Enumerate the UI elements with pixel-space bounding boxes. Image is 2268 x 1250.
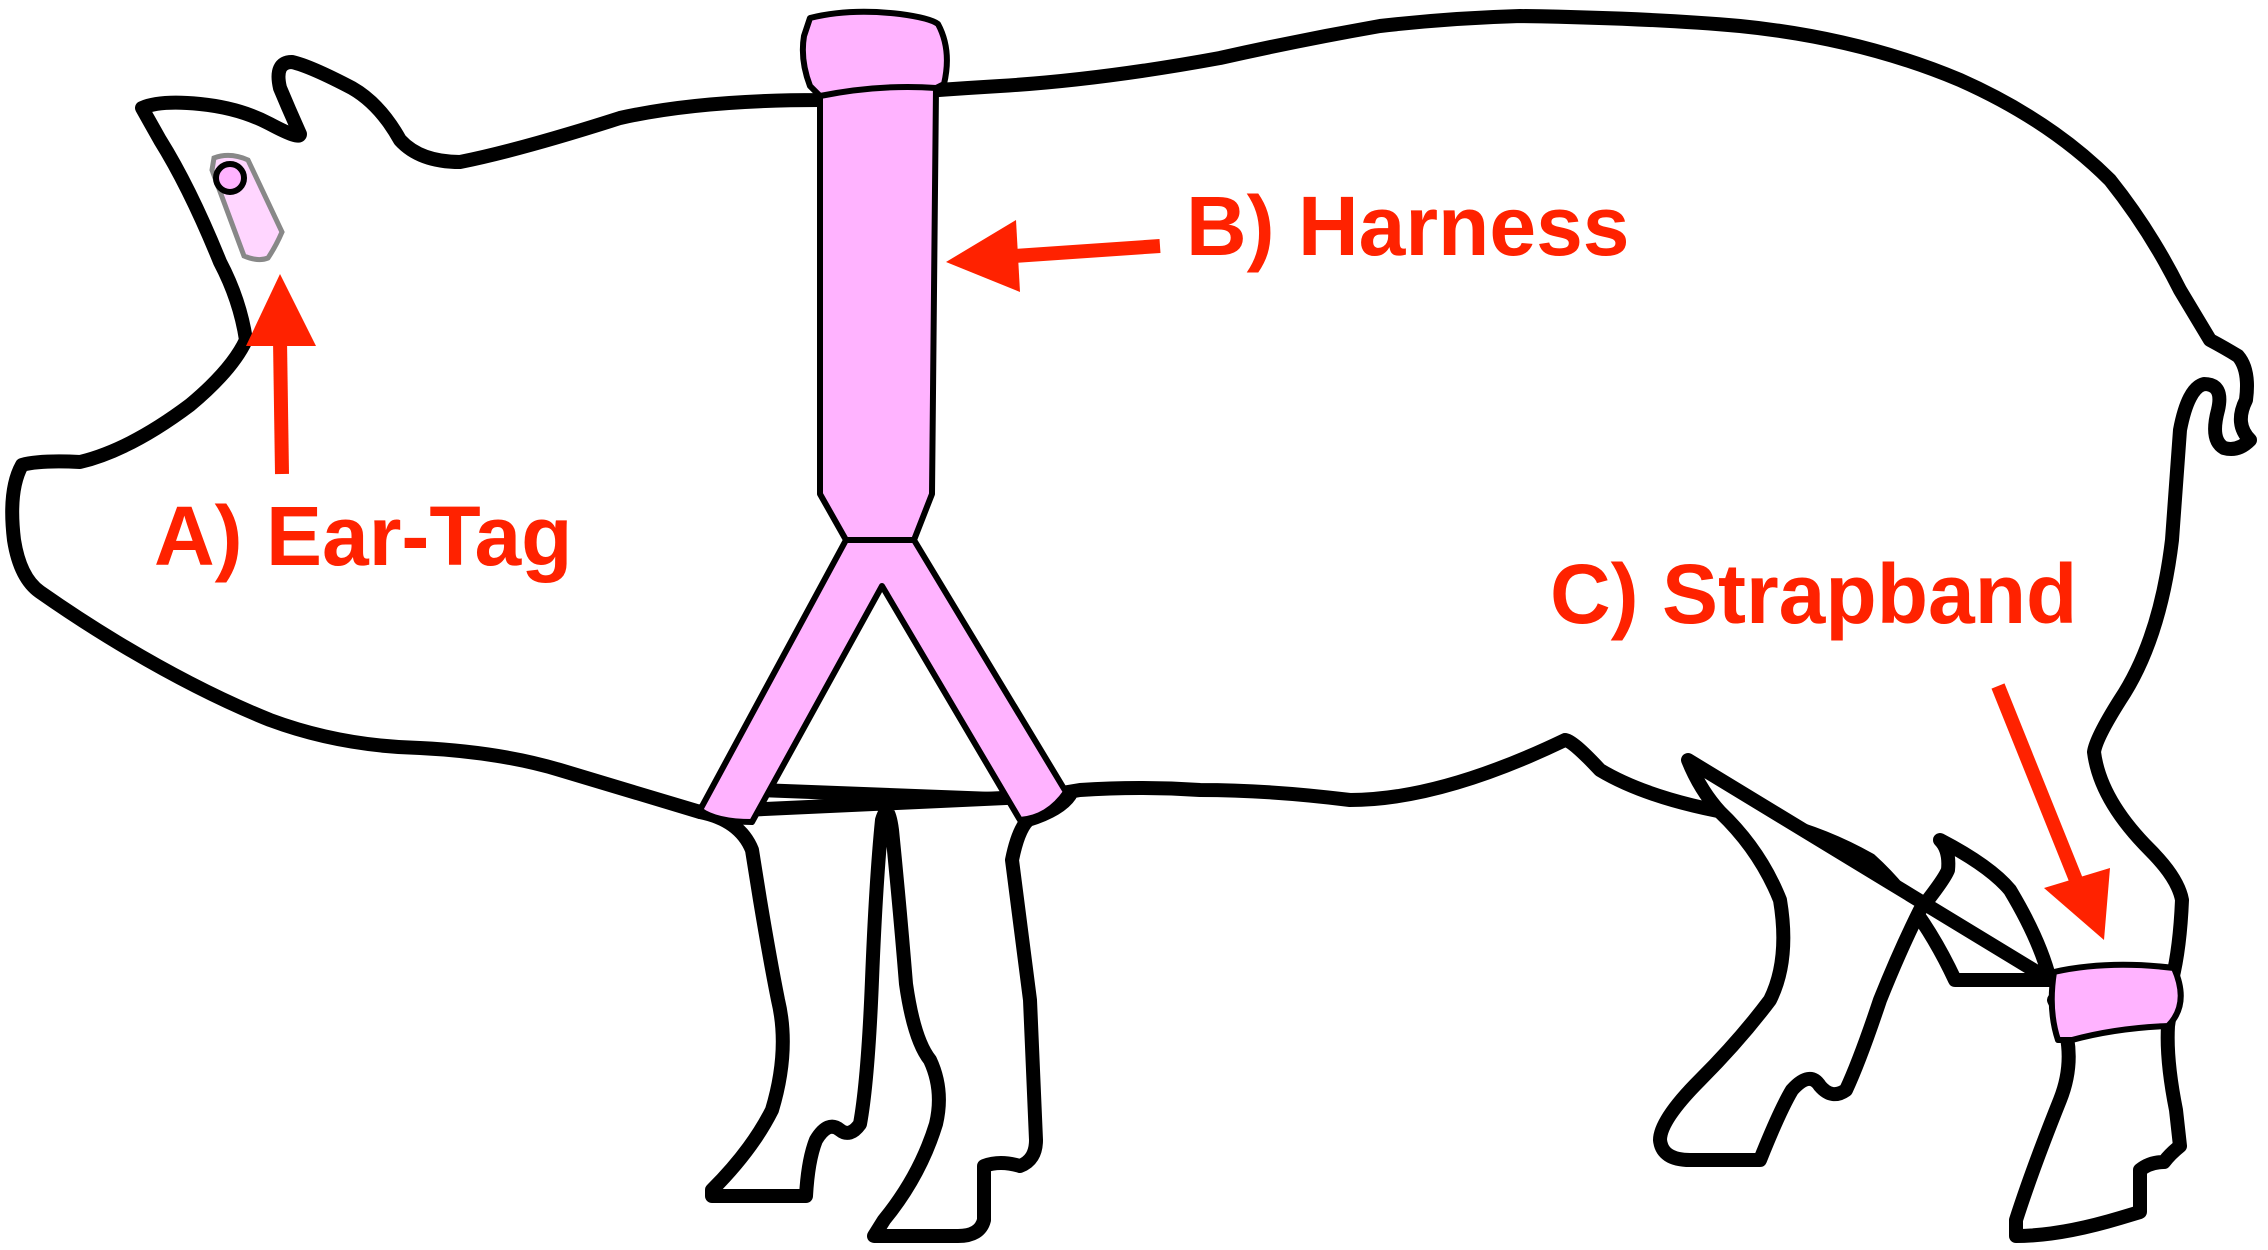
hind-leg-left xyxy=(1653,753,2057,1167)
harness-arrow xyxy=(946,220,1161,292)
ear-tag-arrow-head xyxy=(246,274,316,346)
hind-leg-right xyxy=(2009,977,2187,1243)
strapband-icon xyxy=(2048,961,2184,1043)
ear-tag-icon xyxy=(209,152,285,263)
harness-arrow-shaft xyxy=(1013,239,1161,263)
harness-icon xyxy=(697,8,1069,825)
front-leg-left xyxy=(693,788,1077,1243)
strapband-arrow xyxy=(1991,683,2110,940)
strapband-label: C) Strapband xyxy=(1550,547,2078,641)
harness-label: B) Harness xyxy=(1186,179,1630,273)
harness-collar-line xyxy=(819,84,937,99)
ear-tag-arrow xyxy=(246,274,316,475)
harness-arrow-head xyxy=(946,220,1020,292)
ear-tag-label: A) Ear-Tag xyxy=(154,489,573,583)
strapband-arrow-head xyxy=(2044,868,2110,940)
pig-silhouette-icon xyxy=(5,9,2257,987)
ear-tag-arrow-shaft xyxy=(273,339,289,475)
ear-tag-hole xyxy=(213,161,247,195)
strapband-arrow-shaft xyxy=(1991,683,2087,893)
